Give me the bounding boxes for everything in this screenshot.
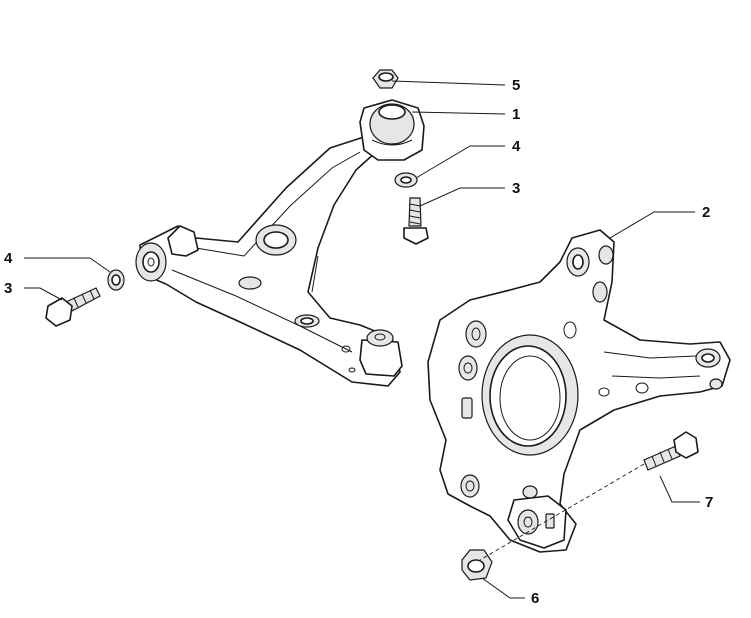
callout-6: 6: [531, 590, 539, 607]
leader-lines: [24, 80, 700, 599]
washer-upper: [394, 172, 418, 188]
bolt-left: [45, 287, 101, 327]
washer-left: [107, 269, 125, 291]
callout-3-upper: 3: [512, 180, 520, 197]
lower-control-arm: [135, 99, 425, 387]
alignment-line: [479, 463, 645, 561]
pinch-bolt-nut: [461, 549, 493, 581]
steering-knuckle: [427, 229, 731, 553]
callout-4-left: 4: [4, 250, 13, 267]
callout-2: 2: [702, 204, 710, 221]
callout-5: 5: [512, 77, 520, 94]
callout-3-left: 3: [4, 280, 12, 297]
self-locking-nut: [372, 69, 399, 89]
callout-1: 1: [512, 106, 520, 123]
callout-7: 7: [705, 494, 713, 511]
bolt-upper: [403, 197, 429, 245]
callout-4-upper: 4: [512, 138, 521, 155]
pinch-bolt: [643, 431, 699, 471]
